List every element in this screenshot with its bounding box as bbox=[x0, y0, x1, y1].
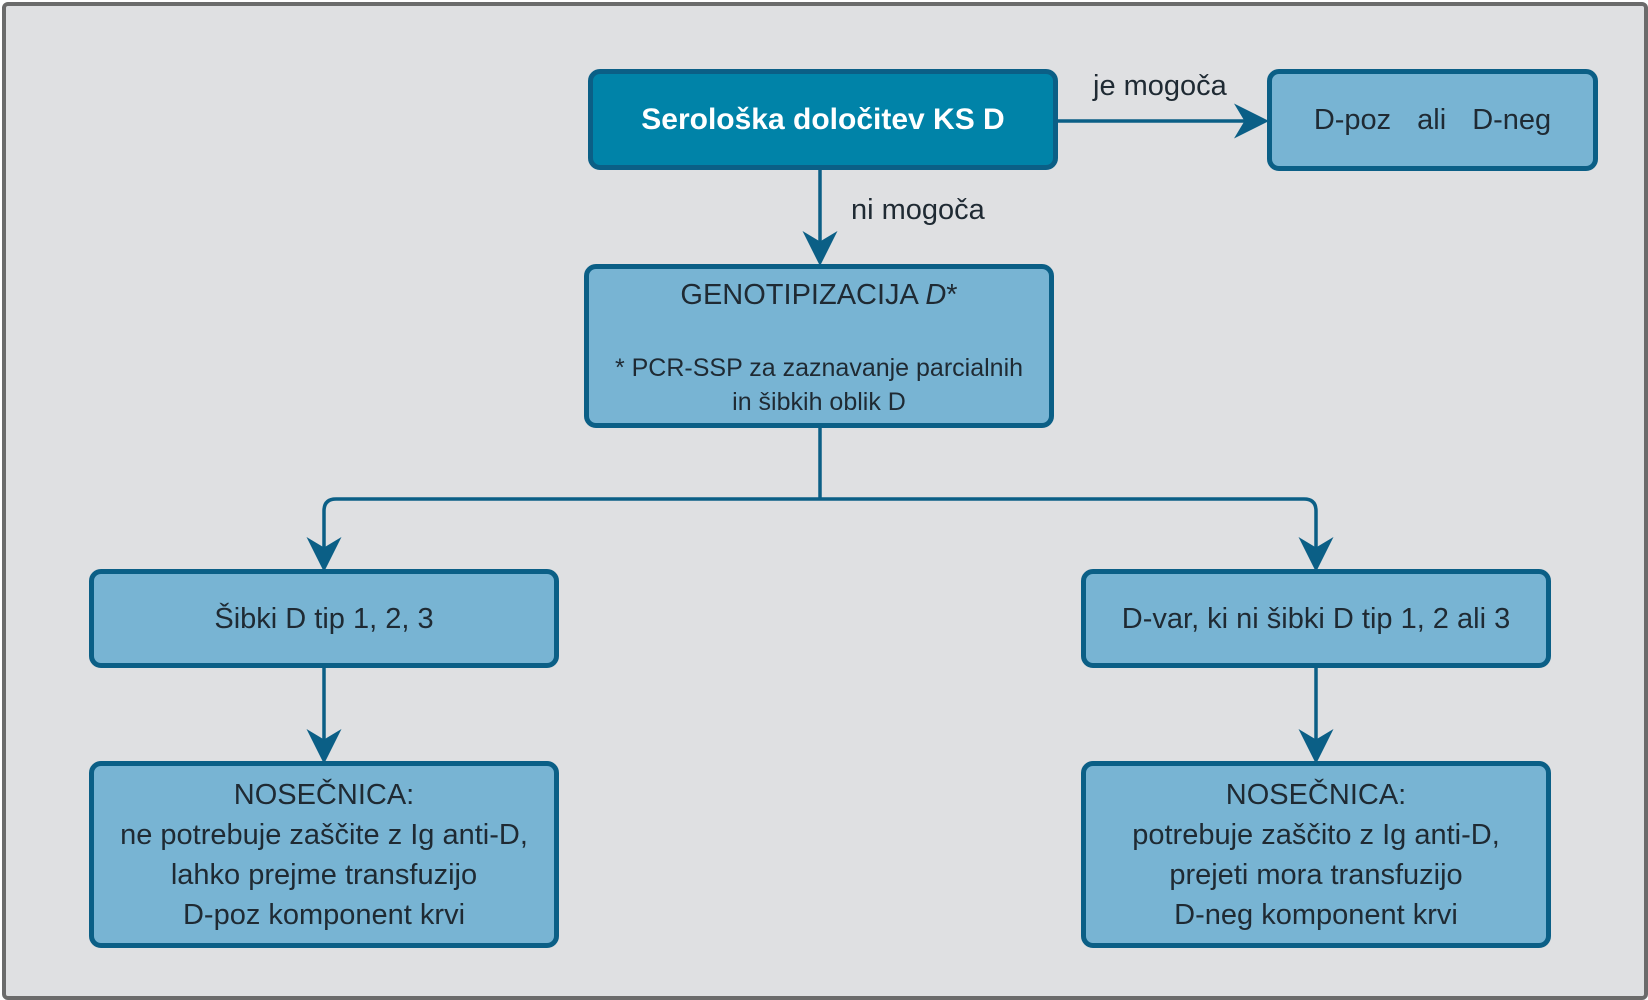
node-weak-d: Šibki D tip 1, 2, 3 bbox=[89, 569, 559, 668]
result-or: ali bbox=[1417, 104, 1447, 136]
genotyping-title-asterisk: * bbox=[946, 279, 958, 311]
result-d-poz: D-poz bbox=[1313, 104, 1392, 136]
genotyping-title-gene: D bbox=[925, 279, 947, 311]
node-result: D-poz ali D-neg bbox=[1267, 69, 1598, 171]
node-outcome-right: NOSEČNICA: potrebuje zaščito z Ig anti-D… bbox=[1081, 761, 1551, 948]
node-d-var-label: D-var, ki ni šibki D tip 1, 2 ali 3 bbox=[1121, 602, 1511, 635]
genotyping-note-line2: in šibkih oblik D bbox=[732, 388, 906, 416]
genotyping-title: GENOTIPIZACIJA D* bbox=[680, 275, 957, 315]
outcome-right-line1: NOSEČNICA: bbox=[1225, 778, 1407, 811]
outcome-right-line3: prejeti mora transfuzijo bbox=[1169, 858, 1463, 891]
node-result-label: D-poz ali D-neg bbox=[1314, 100, 1551, 140]
genotyping-note-line1: * PCR-SSP za zaznavanje parcialnih bbox=[614, 354, 1024, 382]
outcome-left-line2: ne potrebuje zaščite z Ig anti-D, bbox=[120, 818, 528, 851]
node-weak-d-label: Šibki D tip 1, 2, 3 bbox=[214, 602, 434, 635]
edge-label-possible: je mogoča bbox=[1093, 70, 1227, 102]
node-serology-label: Serološka določitev KS D bbox=[641, 102, 1005, 136]
outcome-left-line1: NOSEČNICA: bbox=[233, 778, 415, 811]
edge-label-not-possible: ni mogoča bbox=[851, 194, 985, 226]
outcome-left-line4: D-poz komponent krvi bbox=[182, 898, 466, 931]
genotyping-title-text: GENOTIPIZACIJA bbox=[680, 279, 918, 311]
outcome-left-line3: lahko prejme transfuzijo bbox=[170, 858, 478, 891]
node-serology: Serološka določitev KS D bbox=[588, 69, 1058, 170]
outcome-right-line4: D-neg komponent krvi bbox=[1174, 898, 1458, 931]
outcome-right-line2: potrebuje zaščito z Ig anti-D, bbox=[1132, 818, 1500, 851]
node-d-var: D-var, ki ni šibki D tip 1, 2 ali 3 bbox=[1081, 569, 1551, 668]
node-outcome-left: NOSEČNICA: ne potrebuje zaščite z Ig ant… bbox=[89, 761, 559, 948]
result-d-neg: D-neg bbox=[1472, 104, 1552, 136]
node-genotyping: GENOTIPIZACIJA D* * PCR-SSP za zaznavanj… bbox=[584, 264, 1054, 428]
